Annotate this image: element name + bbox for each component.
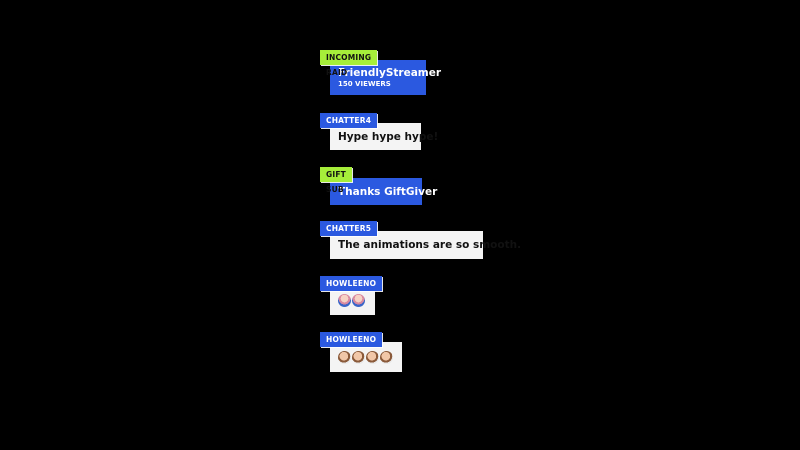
message-tag: GIFT SUB: [320, 167, 352, 194]
emote-row: [338, 350, 394, 364]
emote-face-icon: [338, 294, 351, 307]
emote-face-icon: [352, 294, 365, 307]
message-text: Thanks GiftGiver: [338, 185, 438, 198]
emote-face-icon: [338, 350, 351, 364]
viewer-count: 150 VIEWERS: [338, 79, 391, 88]
message-tag: HOWLEENO: [320, 332, 383, 347]
message-text: Hype hype hype!: [338, 130, 439, 143]
emote-row: [338, 294, 367, 307]
emote-face-icon: [366, 350, 379, 364]
emote-face-icon: [380, 350, 393, 364]
message-text: The animations are so smooth.: [338, 239, 522, 251]
raider-name: FriendlyStreamer: [338, 66, 442, 79]
message-bubble: Hype hype hype!: [330, 123, 439, 150]
message-bubble: Thanks GiftGiver: [330, 178, 438, 205]
message-bubble: [330, 342, 402, 372]
message-tag: CHATTER5: [320, 221, 378, 236]
emote-face-icon: [352, 350, 365, 364]
message-tag: HOWLEENO: [320, 276, 383, 291]
message-bubble: FriendlyStreamer 150 VIEWERS: [330, 60, 442, 95]
message-tag: CHATTER4: [320, 113, 378, 128]
message-tag: INCOMING RAID: [320, 50, 378, 77]
